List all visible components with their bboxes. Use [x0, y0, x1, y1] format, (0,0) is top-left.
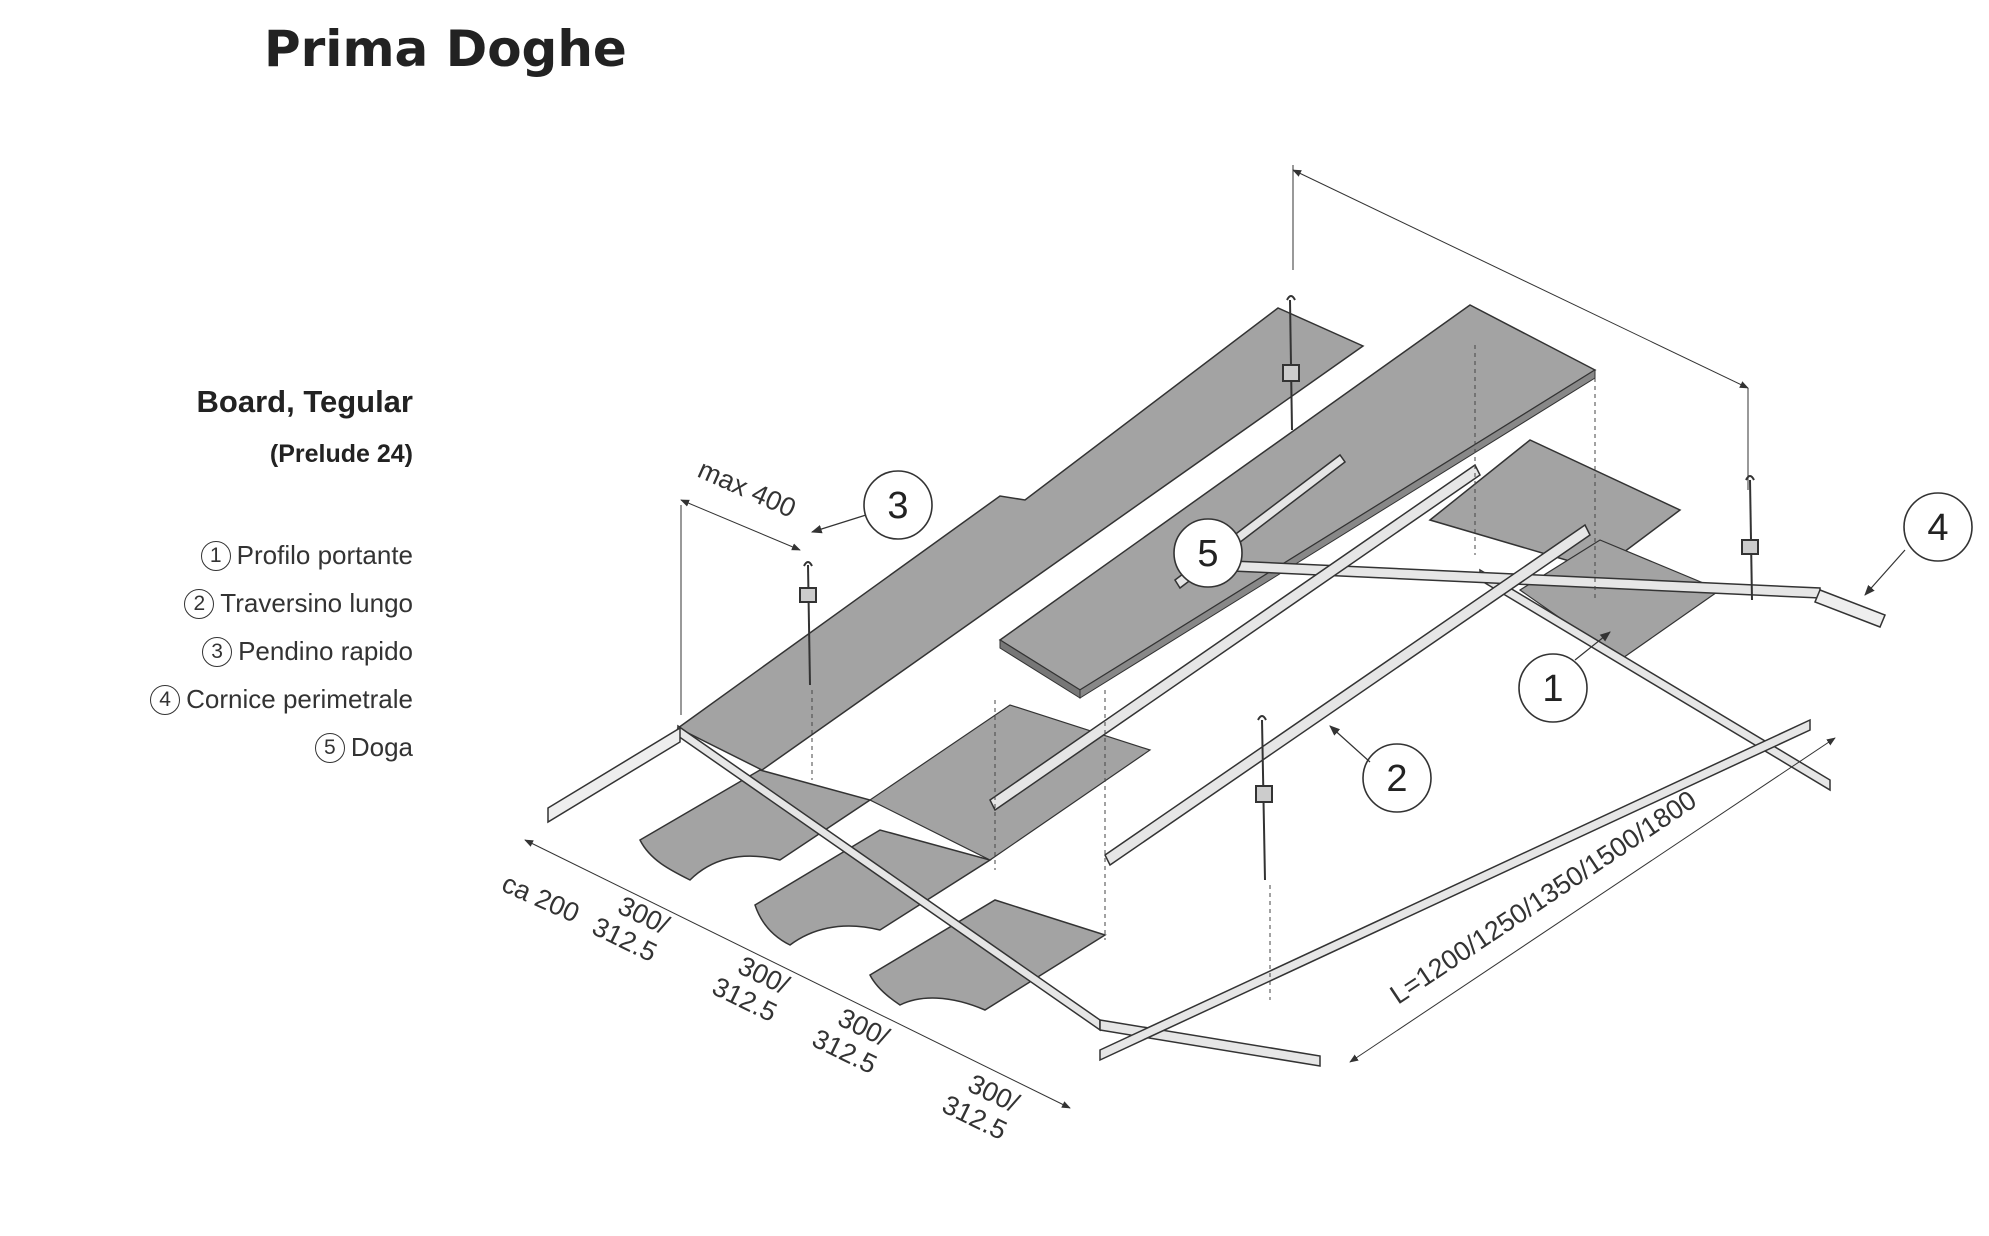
legend-number: 2	[184, 589, 215, 619]
callout-3: 3	[810, 470, 933, 540]
legend-label: Doga	[350, 732, 413, 762]
callout-4: 4	[1864, 492, 1973, 596]
legend-label: Profilo portante	[236, 540, 413, 570]
svg-text:3: 3	[887, 485, 908, 527]
dimension-lines	[524, 165, 1836, 1109]
callout-1: 1	[1518, 631, 1611, 723]
legend-number: 4	[150, 685, 181, 715]
perimeter-trim	[547, 589, 1886, 824]
cross-tees	[989, 453, 1591, 867]
svg-text:5: 5	[1197, 533, 1218, 575]
page-title: Prima Doghe	[264, 20, 627, 78]
callout-2: 2	[1329, 725, 1432, 813]
dim-module-1: 300/ 312.5	[588, 890, 675, 967]
callout-5: 5	[1173, 518, 1243, 588]
svg-text:2: 2	[1386, 758, 1407, 800]
system-name: Board, Tegular	[196, 384, 413, 419]
legend-label: Traversino lungo	[220, 588, 413, 618]
legend-number: 1	[200, 541, 231, 571]
legend-label: Cornice perimetrale	[186, 684, 413, 714]
legend-number: 5	[314, 733, 345, 763]
dim-module-2: 300/ 312.5	[708, 950, 795, 1027]
dim-module-4: 300/ 312.5	[938, 1068, 1025, 1145]
legend-number: 3	[202, 637, 233, 667]
dim-max-400: max 400	[694, 454, 801, 524]
svg-text:1: 1	[1542, 668, 1563, 710]
dim-ca-200: ca 200	[498, 868, 584, 928]
system-variant: (Prelude 24)	[269, 440, 413, 468]
svg-text:4: 4	[1927, 507, 1948, 549]
hangers	[799, 295, 1759, 881]
legend-label: Pendino rapido	[238, 636, 413, 666]
dim-module-3: 300/ 312.5	[808, 1002, 895, 1079]
